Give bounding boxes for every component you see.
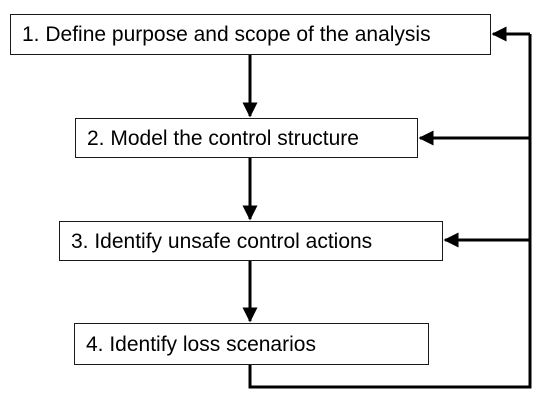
step-3-label: 3. Identify unsafe control actions bbox=[71, 229, 373, 253]
step-4-label: 4. Identify loss scenarios bbox=[86, 332, 316, 356]
step-1-label: 1. Define purpose and scope of the analy… bbox=[22, 23, 431, 46]
step-3-box: 3. Identify unsafe control actions bbox=[59, 221, 443, 261]
step-2-box: 2. Model the control structure bbox=[75, 118, 418, 158]
step-1-box: 1. Define purpose and scope of the analy… bbox=[10, 14, 491, 55]
step-2-label: 2. Model the control structure bbox=[87, 126, 359, 150]
step-4-box: 4. Identify loss scenarios bbox=[74, 323, 429, 365]
